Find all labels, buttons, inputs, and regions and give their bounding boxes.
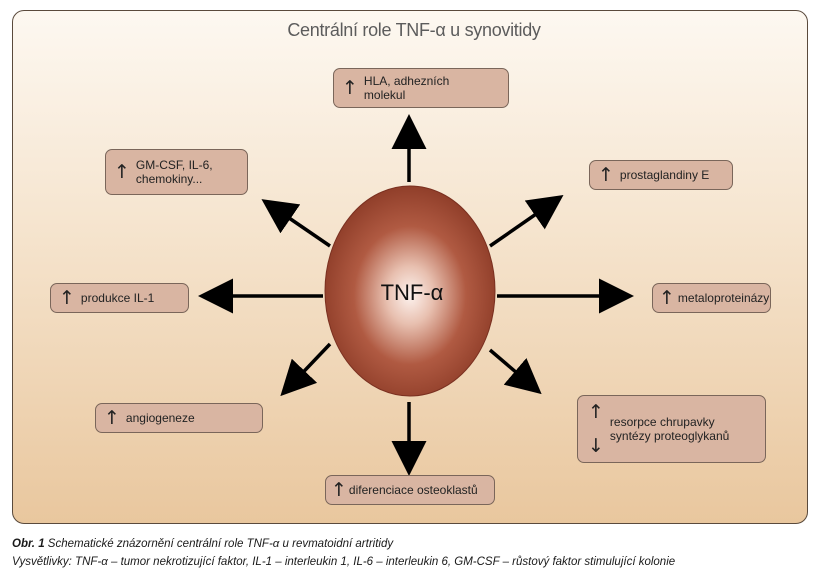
figure-caption-text: Schematické znázornění centrální role TN…: [44, 538, 394, 550]
arrow-downright: [488, 348, 542, 395]
box-il1-label: produkce IL-1: [80, 291, 155, 305]
figure-legend-text: Vysvětlivky: TNF-α – tumor nekrotizující…: [12, 556, 676, 568]
box-osteoklasty: ↑ diferenciace osteoklastů: [325, 475, 495, 505]
box-hla: ↑ HLA, adhezních molekul: [333, 68, 509, 108]
box-angiogeneze: ↑ angiogeneze: [95, 403, 263, 433]
arrow-downleft: [280, 342, 332, 397]
arrow-upleft: [261, 199, 331, 248]
up-arrow-icon: ↑: [598, 163, 614, 186]
box-resorpce-texts: resorpce chrupavky syntézy proteoglykanů: [610, 396, 729, 462]
up-arrow-icon: ↑: [59, 286, 75, 309]
box-metaloproteinazy: ↑ metaloproteinázy: [652, 283, 771, 313]
box-syntezy-label: syntézy proteoglykanů: [609, 429, 730, 443]
up-arrow-icon: ↑: [342, 76, 358, 99]
box-prostaglandiny-label: prostaglandiny E: [619, 168, 710, 182]
tnf-center-label: TNF-α: [381, 280, 444, 305]
up-arrow-icon: ↑: [331, 478, 347, 501]
up-arrow-icon: ↑: [659, 286, 675, 309]
box-angiogeneze-label: angiogeneze: [125, 411, 195, 425]
box-resorpce-label: resorpce chrupavky: [609, 415, 715, 429]
box-gmcsf-label: GM-CSF, IL-6, chemokiny...: [135, 158, 213, 186]
diagram-title: Centrální role TNF-α u synovitidy: [287, 20, 541, 40]
box-metaloproteinazy-label: metaloproteinázy: [677, 291, 770, 305]
tnf-ellipse: [324, 185, 496, 397]
box-prostaglandiny: ↑ prostaglandiny E: [589, 160, 733, 190]
up-arrow-icon: ↑: [588, 401, 604, 423]
figure-label: Obr. 1: [12, 538, 45, 550]
up-down-arrows: ↑ ↓: [578, 396, 610, 462]
figure-legend: Vysvětlivky: TNF-α – tumor nekrotizující…: [12, 556, 675, 568]
box-osteoklasty-label: diferenciace osteoklastů: [348, 483, 478, 497]
figure-caption: Obr. 1 Schematické znázornění centrální …: [12, 538, 393, 550]
box-gmcsf: ↑ GM-CSF, IL-6, chemokiny...: [105, 149, 248, 195]
down-arrow-icon: ↓: [588, 435, 604, 457]
box-il1: ↑ produkce IL-1: [50, 283, 189, 313]
box-resorpce: ↑ ↓ resorpce chrupavky syntézy proteogly…: [577, 395, 766, 463]
arrow-upright: [489, 195, 564, 248]
up-arrow-icon: ↑: [104, 406, 120, 429]
arrows-group: [198, 114, 634, 476]
up-arrow-icon: ↑: [114, 160, 130, 183]
box-hla-label: HLA, adhezních molekul: [363, 74, 450, 102]
